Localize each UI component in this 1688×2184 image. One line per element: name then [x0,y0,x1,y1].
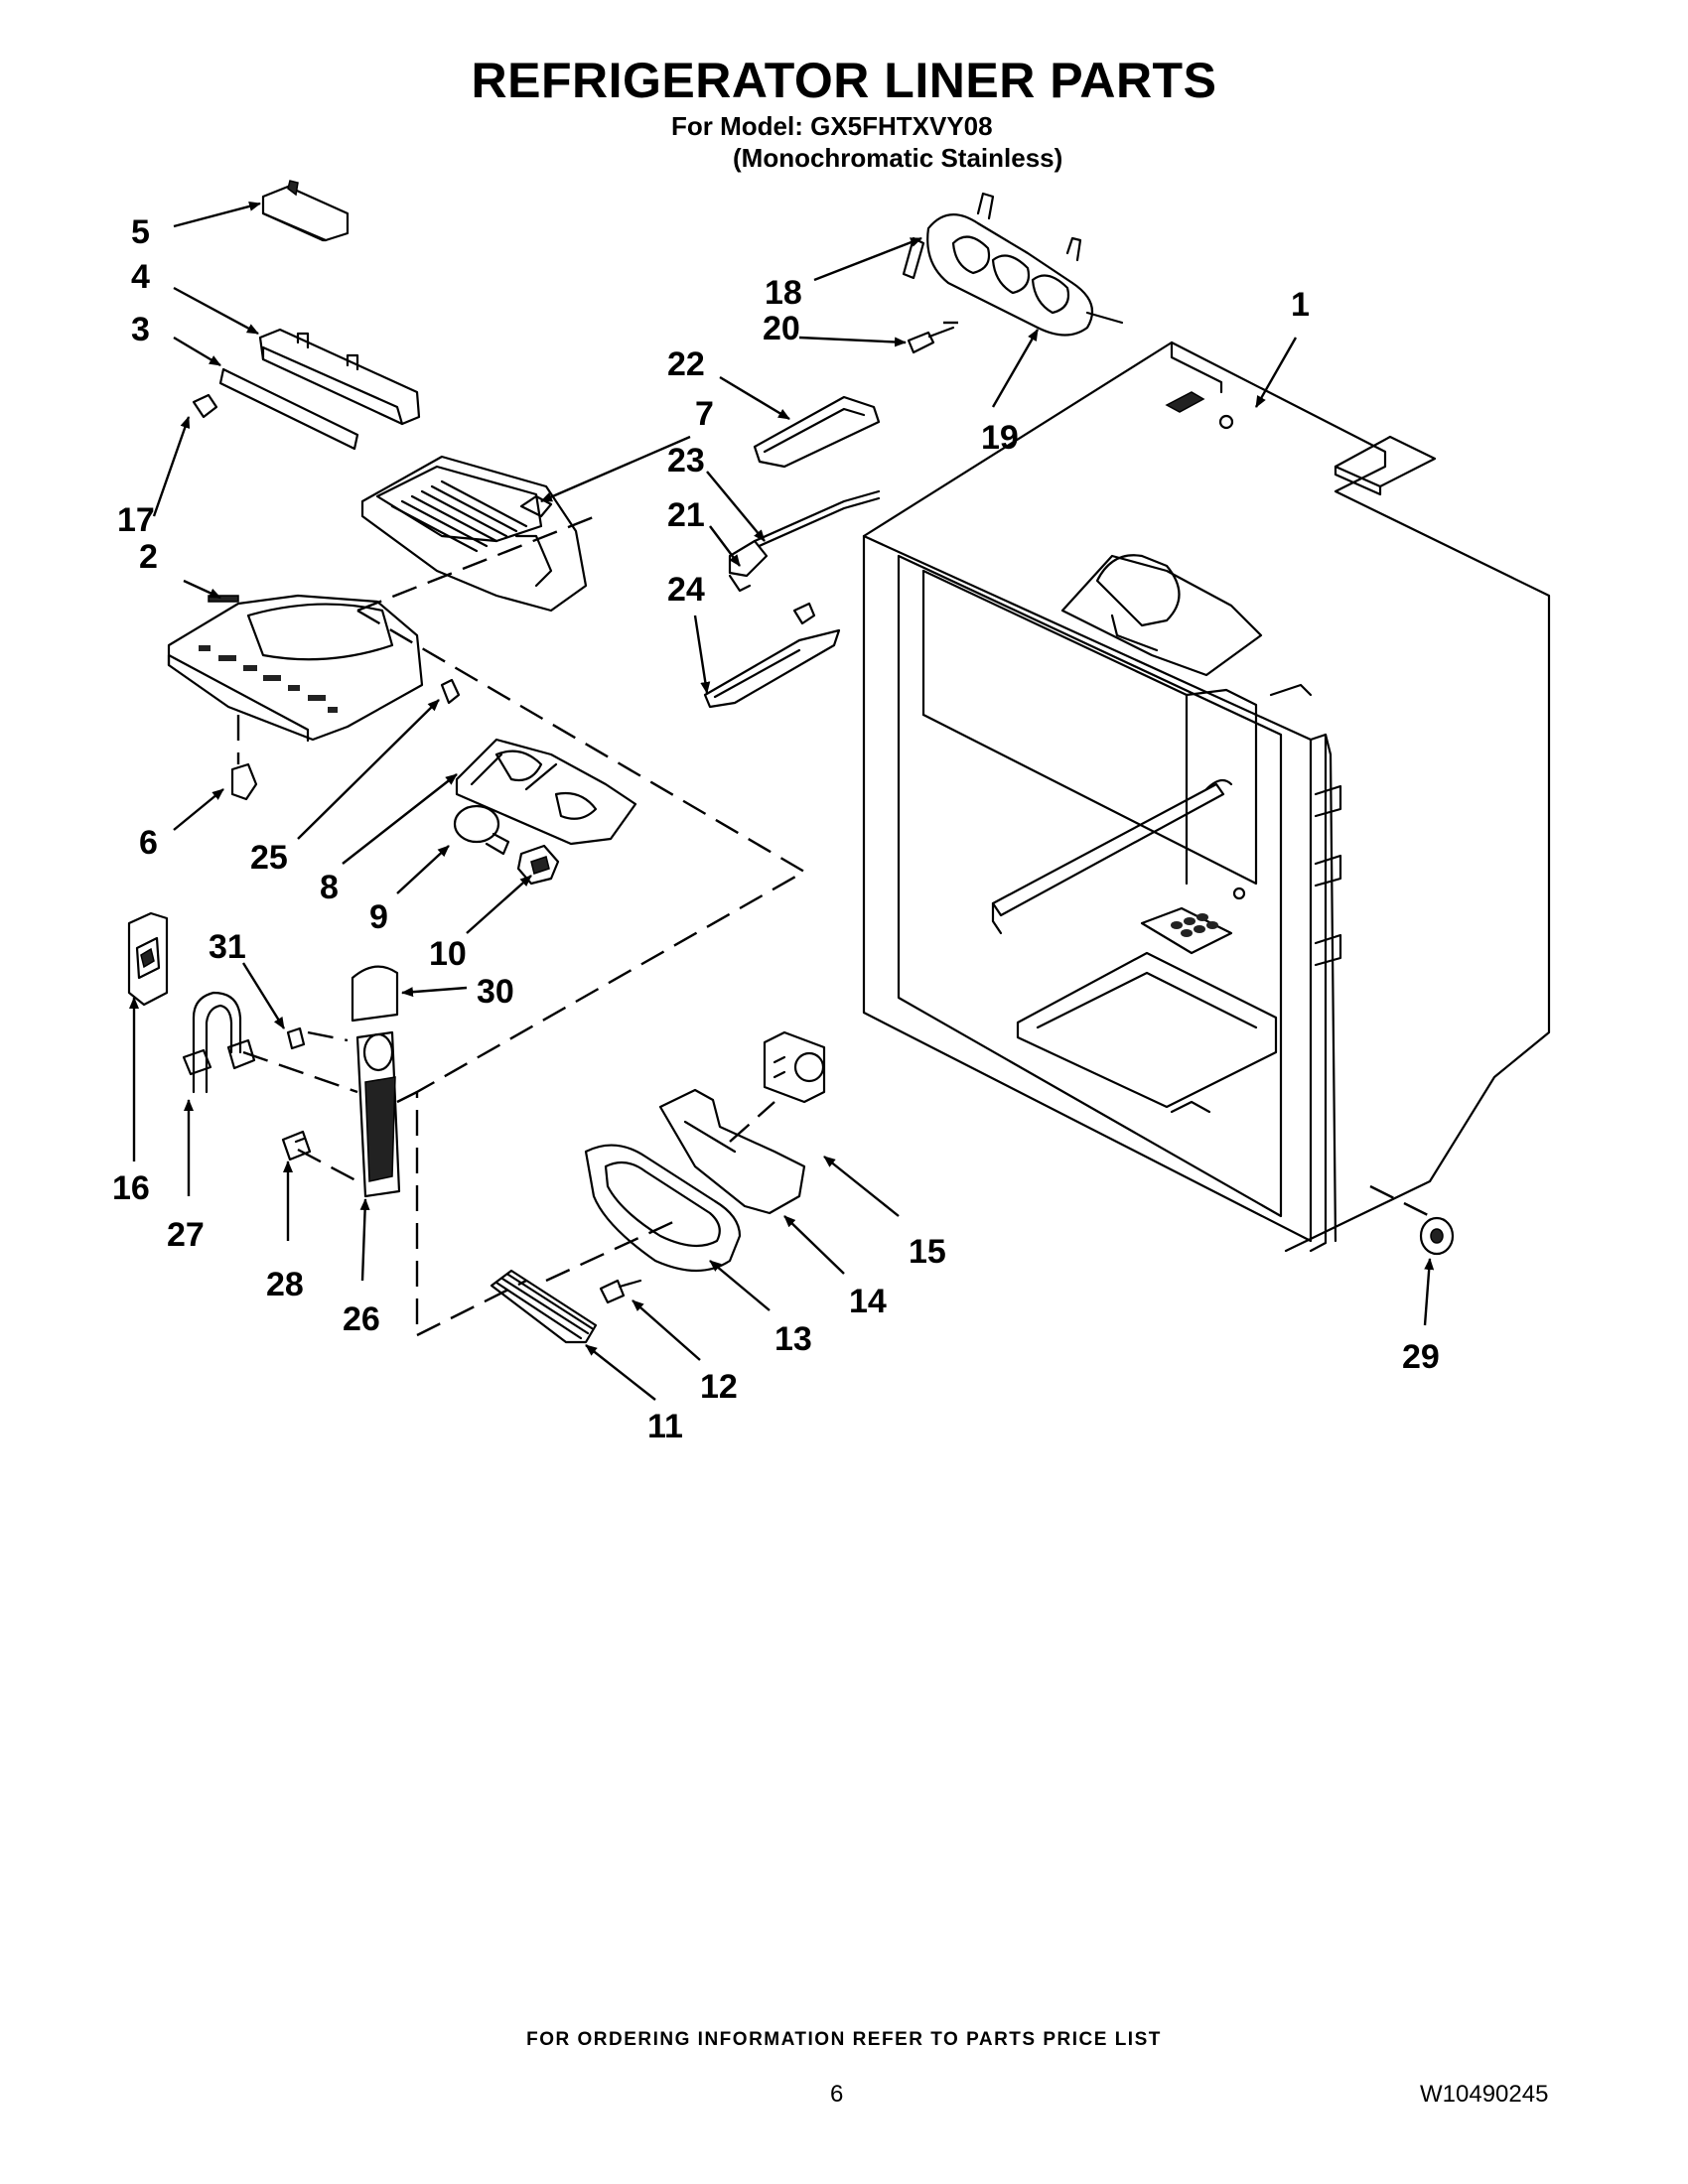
callout-3: 3 [131,311,150,348]
callout-19: 19 [981,419,1019,457]
callout-8: 8 [320,869,339,906]
mounting-bracket [127,911,169,1007]
callout-30: 30 [477,973,514,1011]
push-button [192,393,218,419]
callout-29: 29 [1402,1338,1440,1376]
switch-clip [230,762,258,801]
light-shield [360,455,588,613]
tray-mount [658,1088,806,1215]
callout-31: 31 [209,928,246,966]
grille-cover [490,1269,598,1344]
connector-clip [261,180,350,242]
callout-12: 12 [700,1368,738,1406]
callout-1: 1 [1291,286,1310,324]
tube-clip [286,1026,306,1050]
callout-leaders [129,201,1435,1401]
pantry-tray [584,1144,742,1273]
callout-21: 21 [667,496,705,534]
callout-6: 6 [139,824,158,862]
shelf-rail [703,602,841,709]
lamp-housing [455,738,637,846]
thermistor [728,489,881,593]
retainer-clip [440,678,461,705]
callout-13: 13 [774,1320,812,1358]
callout-labels: 1 2 3 4 5 6 7 8 9 10 11 12 13 14 15 16 1… [112,213,1440,1445]
liner-cabinet [862,341,1551,1253]
callout-28: 28 [266,1266,304,1303]
variant-line: (Monochromatic Stainless) [733,143,1063,173]
document-number: W10490245 [1420,2081,1549,2108]
callout-10: 10 [429,935,467,973]
callout-18: 18 [765,274,802,312]
trim-strip [218,367,359,451]
callout-22: 22 [667,345,705,383]
callout-25: 25 [250,839,288,877]
page-title: REFRIGERATOR LINER PARTS [471,53,1217,108]
callout-9: 9 [369,898,388,936]
control-housing [167,594,424,743]
water-tube [182,991,256,1094]
sensor-cover [753,395,881,469]
control-switch [763,1030,826,1104]
lamp-socket [516,844,560,886]
callout-26: 26 [343,1300,380,1338]
callout-24: 24 [667,571,705,609]
callout-11: 11 [647,1408,683,1445]
page-number: 6 [830,2081,844,2108]
ordering-note: FOR ORDERING INFORMATION REFER TO PARTS … [526,2029,1162,2050]
callout-16: 16 [112,1169,150,1207]
callout-4: 4 [131,258,150,296]
callout-2: 2 [139,538,158,576]
heater-assembly [902,192,1124,337]
callout-17: 17 [117,501,155,539]
model-line: For Model: GX5FHTXVY08 [671,111,993,141]
callout-23: 23 [667,442,705,479]
tube-retainer [281,1130,312,1161]
callout-14: 14 [849,1283,887,1320]
callout-5: 5 [131,213,150,251]
heater-screw [907,326,955,354]
callout-20: 20 [763,310,800,347]
column-cap [351,965,399,1023]
guide-lines [236,321,1431,1337]
dispenser-column [355,1030,401,1198]
callout-7: 7 [695,395,714,433]
leveling-cap [1419,1216,1455,1256]
callout-27: 27 [167,1216,205,1254]
lamp-bulb [453,804,510,856]
callout-15: 15 [909,1233,946,1271]
screw [599,1279,642,1304]
control-bracket [258,328,421,426]
